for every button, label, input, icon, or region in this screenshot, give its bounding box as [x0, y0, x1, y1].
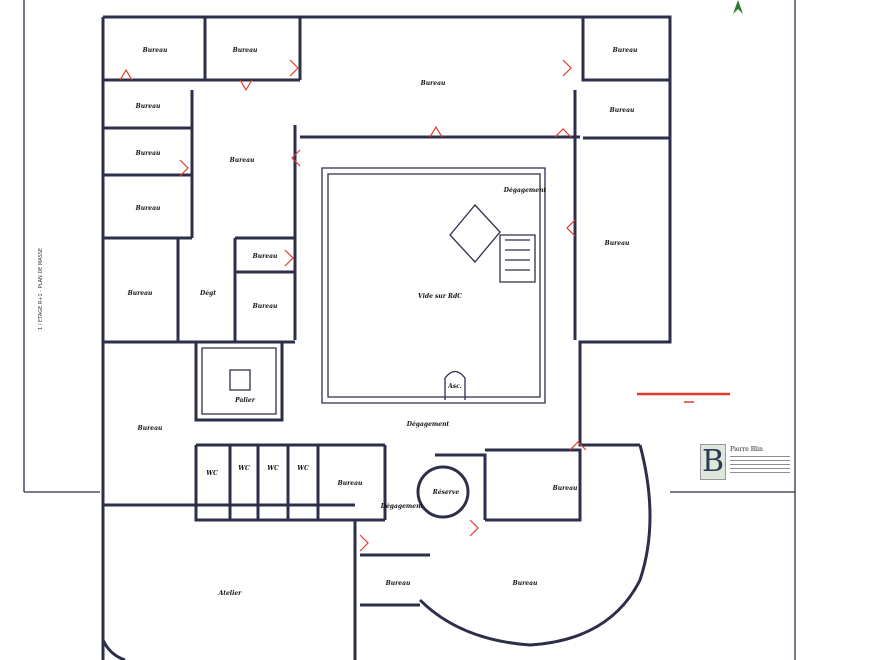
- room-label: Bureau: [127, 290, 153, 297]
- room-label: Bureau: [512, 580, 538, 587]
- room-label: Bureau: [552, 485, 578, 492]
- room-label: Bureau: [229, 157, 255, 164]
- interior-walls: [103, 17, 670, 660]
- room-label: Bureau: [420, 80, 446, 87]
- sheet-side-caption: 1 / ETAGE R+1 - PLAN DE MASSE: [38, 248, 44, 330]
- logo-name: Pierre Blin: [730, 446, 763, 453]
- room-label: WC: [238, 465, 250, 472]
- room-label: Bureau: [232, 47, 258, 54]
- room-label: Dégagement: [503, 187, 547, 194]
- sheet-frame: [23, 0, 796, 660]
- room-label: Atelier: [218, 590, 243, 597]
- room-label: Bureau: [609, 107, 635, 114]
- atrium-void: [321, 167, 546, 404]
- exterior-walls: [101, 15, 672, 660]
- north-arrow-icon: [733, 0, 743, 14]
- room-label: Bureau: [604, 240, 630, 247]
- room-label: Bureau: [135, 205, 161, 212]
- room-label: WC: [297, 465, 309, 472]
- room-label: Réserve: [432, 489, 460, 496]
- room-label: Bureau: [385, 580, 411, 587]
- room-label: Bureau: [142, 47, 168, 54]
- room-label: Bureau: [337, 480, 363, 487]
- logo-letter: B: [700, 444, 726, 480]
- room-label: Bureau: [137, 425, 163, 432]
- room-label: Bureau: [612, 47, 638, 54]
- door-swings: [119, 59, 587, 552]
- room-label: Bureau: [135, 150, 161, 157]
- room-label: WC: [267, 465, 279, 472]
- room-label: Vide sur RdC: [418, 293, 462, 300]
- room-label: WC: [206, 470, 218, 477]
- room-label: Bureau: [252, 303, 278, 310]
- room-label: Bureau: [252, 253, 278, 260]
- room-labels: Bureau Bureau Bureau Bureau Bureau Burea…: [127, 47, 638, 597]
- reserve-round: [416, 465, 470, 519]
- scale-bar: [637, 392, 730, 403]
- staircase: [201, 204, 536, 415]
- room-label: Bureau: [135, 103, 161, 110]
- room-label: Dégagement: [380, 503, 424, 510]
- room-label: Palier: [234, 397, 256, 404]
- room-label: Dégt: [199, 290, 216, 297]
- room-label: Dégagement: [406, 421, 450, 428]
- room-label: Asc.: [447, 383, 462, 390]
- architect-logo: B Pierre Blin: [700, 444, 795, 480]
- logo-contact-lines: [730, 456, 790, 476]
